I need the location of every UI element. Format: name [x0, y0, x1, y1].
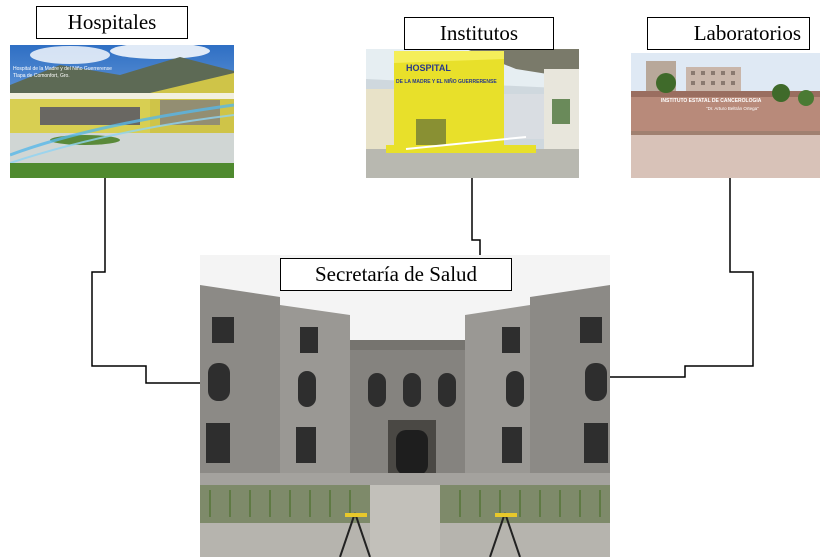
- hospitales-label: Hospitales: [36, 6, 188, 39]
- hospitales-photo: Hospital de la Madre y del Niño Guerrere…: [10, 45, 234, 178]
- connector-laboratorios: [610, 178, 754, 378]
- instituto-sign-1: HOSPITAL: [406, 63, 451, 73]
- institutos-photo: HOSPITAL DE LA MADRE Y EL NIÑO GUERREREN…: [366, 49, 579, 178]
- hospital-caption-1: Hospital de la Madre y del Niño Guerrere…: [13, 66, 112, 72]
- connector-hospitales: [91, 178, 200, 384]
- instituto-sign-2: DE LA MADRE Y EL NIÑO GUERRERENSE: [396, 78, 497, 85]
- hospital-caption-2: Tlapa de Comonfort, Gro.: [13, 73, 70, 79]
- laboratorios-photo: INSTITUTO ESTATAL DE CANCEROLOGIA "Dr. A…: [631, 53, 820, 178]
- institutos-label: Institutos: [404, 17, 554, 50]
- laboratorios-label: Laboratorios: [647, 17, 810, 50]
- laboratorio-sign-1: INSTITUTO ESTATAL DE CANCEROLOGIA: [661, 98, 762, 104]
- secretaria-photo: [200, 255, 610, 557]
- secretaria-label: Secretaría de Salud: [280, 258, 512, 291]
- laboratorio-sign-2: "Dr. Arturo Beltrán Ortega": [706, 106, 759, 111]
